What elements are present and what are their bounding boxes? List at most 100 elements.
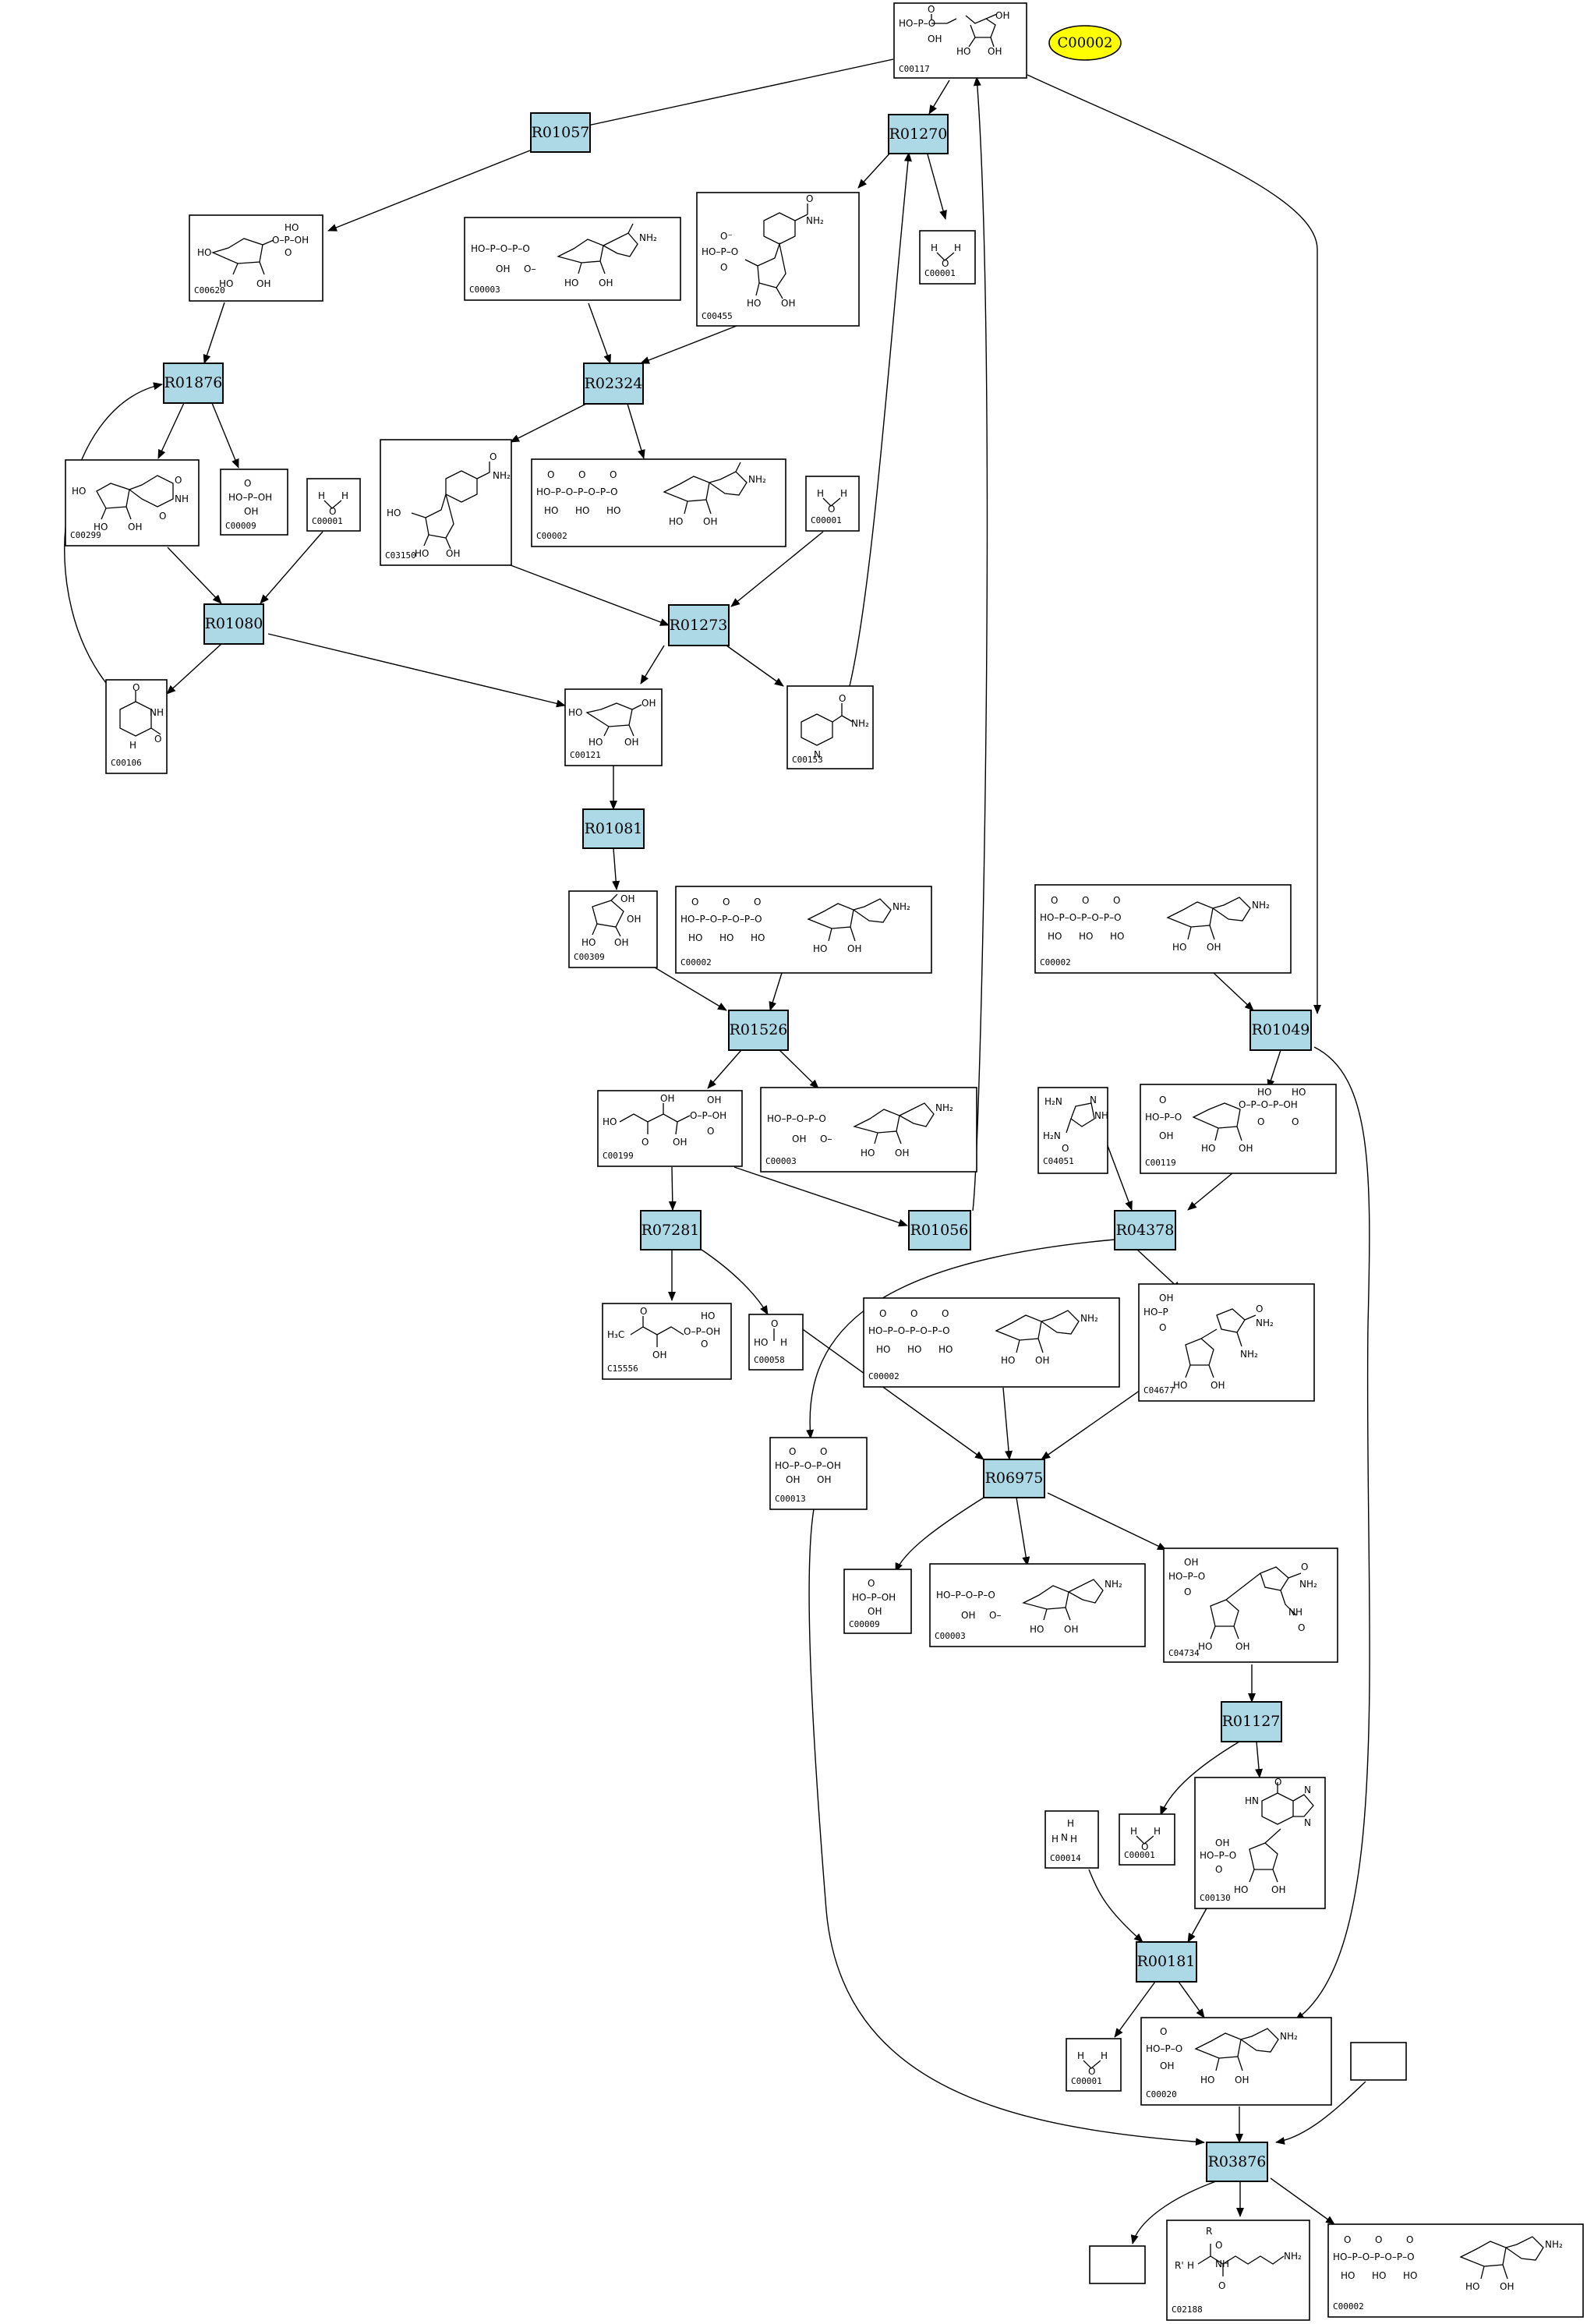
compound-node[interactable]: HOH C00001	[1066, 2038, 1122, 2092]
reaction-node[interactable]: R03876	[1206, 2142, 1268, 2182]
svg-text:OH: OH	[1184, 1557, 1198, 1568]
reaction-node[interactable]: R01049	[1249, 1010, 1312, 1051]
reaction-node[interactable]: R02324	[583, 363, 644, 405]
reaction-node[interactable]: R01056	[908, 1210, 971, 1250]
compound-node[interactable]	[1089, 2245, 1146, 2284]
svg-text:HO: HO	[701, 1311, 715, 1321]
reaction-node[interactable]: R01270	[888, 114, 949, 154]
reaction-node[interactable]: R01081	[582, 808, 645, 849]
edge	[1178, 1981, 1205, 2018]
edge	[779, 1049, 819, 1089]
svg-text:HO: HO	[1172, 942, 1186, 953]
molecule-structure	[1210, 1566, 1302, 1640]
svg-text:O: O	[1082, 895, 1089, 906]
compound-node[interactable]: HOH C00001	[805, 476, 860, 532]
edge	[167, 547, 222, 604]
svg-text:H₂N: H₂N	[1044, 1096, 1062, 1107]
reaction-label: R01526	[730, 1021, 788, 1038]
svg-text:N: N	[814, 749, 821, 760]
compound-node[interactable]	[1350, 2042, 1407, 2081]
svg-text:OH: OH	[627, 914, 641, 925]
svg-text:O: O	[1256, 1303, 1263, 1314]
svg-text:H: H	[931, 242, 938, 253]
edge	[857, 151, 892, 189]
reaction-node[interactable]: R06975	[983, 1459, 1045, 1498]
edge	[1187, 1173, 1233, 1211]
reaction-node[interactable]: R01127	[1221, 1701, 1282, 1742]
reaction-node[interactable]: R01273	[668, 604, 730, 646]
molecule-structure	[630, 1316, 684, 1347]
svg-text:H: H	[780, 1337, 787, 1348]
reaction-node[interactable]: R01526	[728, 1010, 789, 1051]
reaction-node[interactable]: R07281	[640, 1210, 702, 1250]
molecule-structure	[1459, 2236, 1544, 2280]
highlight-compound[interactable]: C00002	[1048, 25, 1122, 61]
compound-node[interactable]: HOH C00001	[919, 230, 976, 285]
svg-text:HO: HO	[575, 505, 589, 516]
svg-text:HO–P: HO–P	[1143, 1307, 1168, 1318]
edge	[1160, 1741, 1240, 1816]
edge	[588, 302, 611, 364]
svg-text:HO: HO	[1048, 931, 1062, 942]
svg-text:NH₂: NH₂	[1080, 1313, 1098, 1324]
svg-text:O: O	[1215, 2240, 1222, 2251]
reaction-node[interactable]: R00181	[1136, 1941, 1197, 1983]
reaction-node[interactable]: R04378	[1114, 1210, 1176, 1250]
compound-id: C00117	[899, 64, 930, 74]
reaction-node[interactable]: R01876	[163, 363, 224, 404]
compound-id: C00003	[765, 1156, 797, 1166]
molecule-structure	[931, 13, 998, 48]
compound-id: C00002	[868, 1371, 900, 1381]
molecule-structure	[1194, 2028, 1279, 2071]
svg-text:N: N	[1304, 1785, 1311, 1795]
reaction-node[interactable]: R01080	[203, 603, 264, 645]
svg-text:OH: OH	[895, 1148, 909, 1158]
svg-text:HO: HO	[415, 548, 429, 559]
svg-text:O: O	[133, 682, 140, 693]
svg-text:NH₂: NH₂	[892, 901, 910, 912]
molecule-structure	[744, 203, 808, 299]
svg-text:O: O	[879, 1308, 886, 1319]
svg-text:HO: HO	[938, 1344, 953, 1355]
compound-node[interactable]: HOH C00001	[306, 478, 361, 532]
svg-text:H: H	[954, 242, 961, 253]
reaction-node[interactable]: R01057	[530, 112, 591, 153]
svg-text:NH: NH	[150, 707, 164, 718]
molecule-structure	[1066, 1102, 1095, 1134]
edge	[808, 1500, 1205, 2146]
compound-node[interactable]: HOH C00001	[1119, 1813, 1175, 1866]
svg-text:O: O	[1160, 2026, 1167, 2037]
svg-text:NH₂: NH₂	[851, 718, 869, 729]
